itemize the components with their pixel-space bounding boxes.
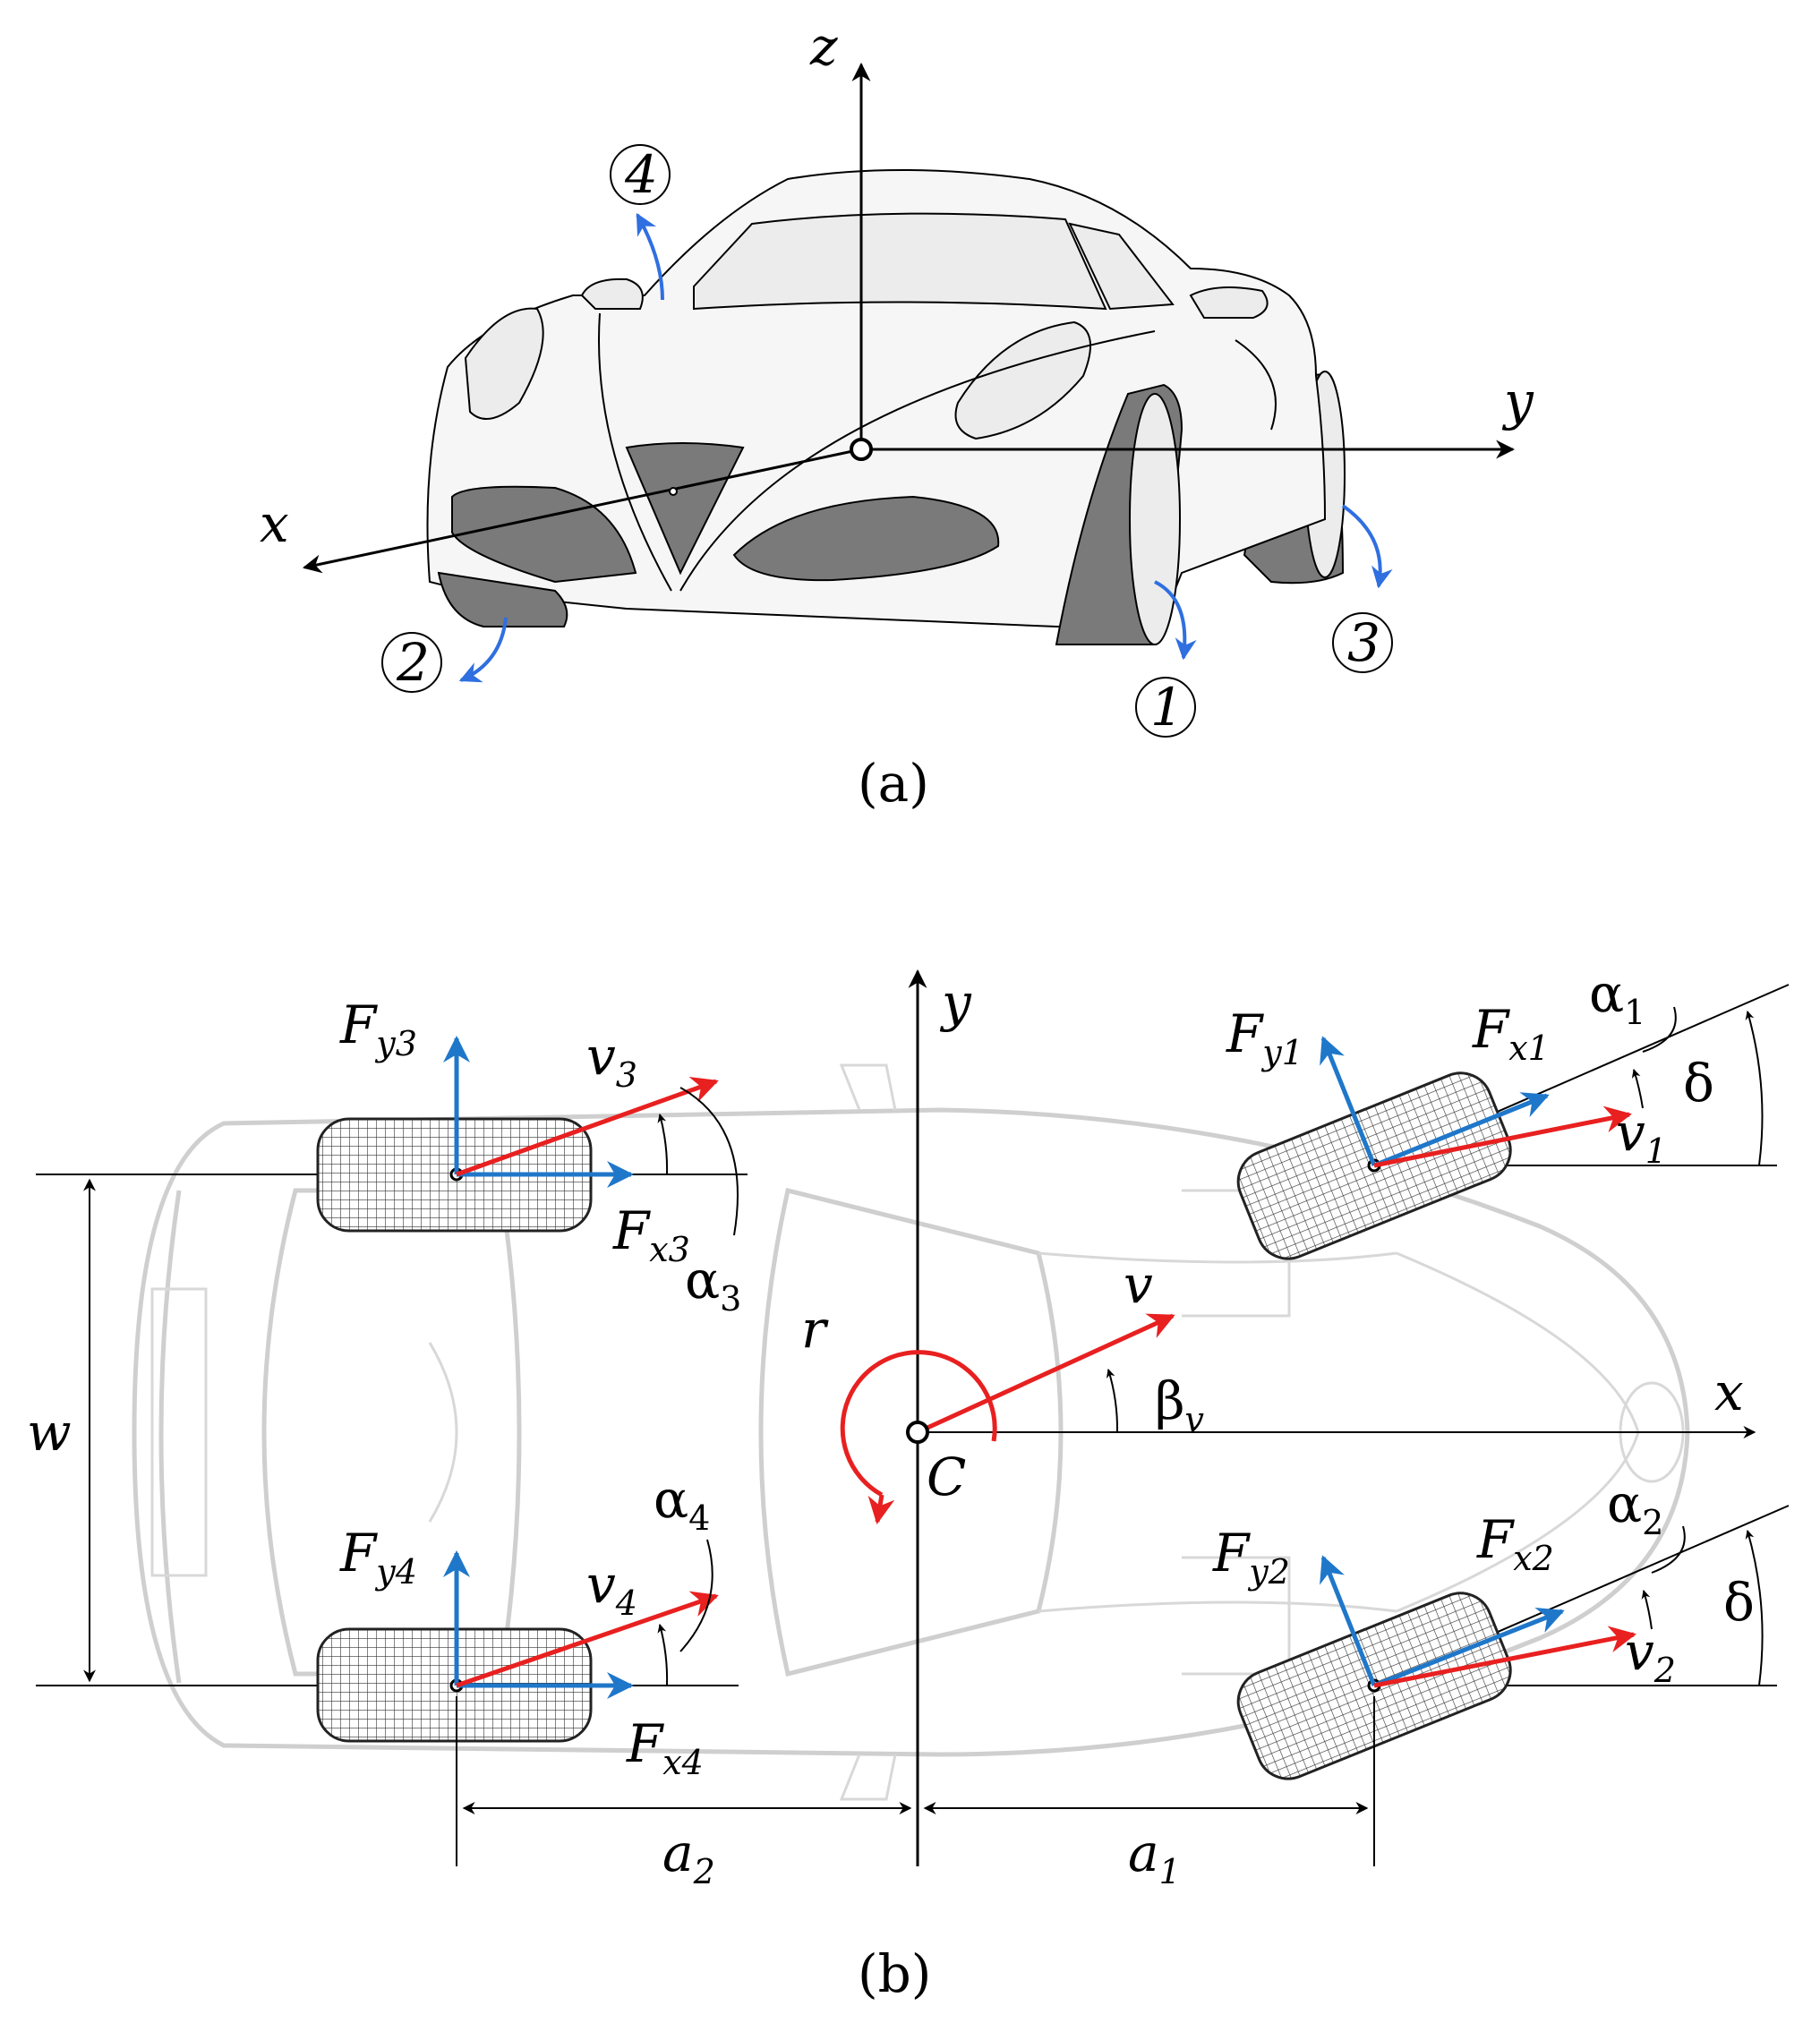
x-axis bbox=[302, 448, 862, 574]
origin-point bbox=[850, 438, 873, 461]
side-window bbox=[1068, 222, 1175, 311]
label-fy1: Fy1 bbox=[1226, 1003, 1303, 1072]
delta2-arc bbox=[1745, 1530, 1764, 1686]
label-w: w bbox=[27, 1402, 72, 1463]
center-grille bbox=[625, 442, 745, 576]
wheel-4-rotation-arrow bbox=[636, 212, 664, 301]
door-line bbox=[1235, 339, 1277, 431]
panel-b-caption: (b) bbox=[858, 1943, 931, 2004]
panel-b: y x bbox=[27, 963, 1790, 2004]
alpha1-arc bbox=[1631, 1069, 1644, 1109]
car-3d-illustration bbox=[426, 169, 1346, 645]
label-fx2: Fx2 bbox=[1476, 1509, 1554, 1578]
label-fx4: Fx4 bbox=[626, 1713, 704, 1782]
label-v1: v1 bbox=[1616, 1102, 1667, 1171]
force-fx2-arrow bbox=[1373, 1607, 1565, 1688]
label-alpha1: α1 bbox=[1589, 963, 1645, 1032]
svg-text:4: 4 bbox=[624, 144, 658, 205]
alpha4-leader bbox=[679, 1539, 713, 1652]
delta1-arc bbox=[1745, 1011, 1764, 1166]
x-axis-label: x bbox=[260, 493, 289, 554]
front-right-wheel-face bbox=[1129, 393, 1181, 645]
alpha3-leader bbox=[679, 1087, 739, 1236]
alpha2-arc bbox=[1641, 1590, 1653, 1630]
hood-line-left bbox=[598, 312, 672, 592]
velocity-v1-arrow bbox=[1373, 1105, 1632, 1168]
sideslip-angle-arc bbox=[1106, 1369, 1119, 1433]
panel-a: z y x 1 2 3 4 (a) bbox=[260, 16, 1534, 814]
alpha2-leader bbox=[1651, 1525, 1686, 1574]
alpha3-arc bbox=[657, 1114, 669, 1175]
right-mirror bbox=[1189, 286, 1269, 319]
label-fy4: Fy4 bbox=[339, 1523, 417, 1592]
label-v3: v3 bbox=[586, 1026, 637, 1095]
right-air-intake bbox=[732, 495, 1000, 582]
body-y-label: y bbox=[939, 972, 972, 1033]
label-alpha2: α2 bbox=[1607, 1473, 1663, 1542]
label-delta-front-right: δ bbox=[1723, 1572, 1755, 1633]
velocity-v2-arrow bbox=[1373, 1626, 1636, 1688]
wheel-number-1: 1 bbox=[1135, 677, 1196, 738]
wheel-3-rotation-arrow bbox=[1341, 504, 1393, 589]
front-left-tyre bbox=[437, 571, 568, 627]
hood-line-right bbox=[679, 330, 1156, 592]
label-alpha4: α4 bbox=[654, 1469, 710, 1538]
panel-a-caption: (a) bbox=[858, 753, 929, 814]
velocity-v-arrow bbox=[916, 1313, 1175, 1435]
label-v: v bbox=[1124, 1254, 1153, 1315]
wheel-number-2: 2 bbox=[381, 632, 442, 693]
yaw-rate-arrowhead bbox=[867, 1494, 895, 1524]
windshield bbox=[693, 212, 1107, 311]
label-delta-front-left: δ bbox=[1683, 1053, 1714, 1114]
label-c: C bbox=[927, 1447, 966, 1507]
force-fy1-arrow bbox=[1320, 1036, 1377, 1166]
label-a1: a1 bbox=[1128, 1822, 1181, 1891]
label-fy2: Fy2 bbox=[1212, 1523, 1290, 1592]
force-fx1-arrow bbox=[1373, 1092, 1550, 1168]
y-axis-label: y bbox=[1501, 371, 1534, 431]
label-a2: a2 bbox=[662, 1822, 715, 1891]
label-alpha3: α3 bbox=[685, 1250, 741, 1319]
right-headlight bbox=[954, 320, 1091, 440]
left-air-intake bbox=[451, 485, 637, 584]
label-fy3: Fy3 bbox=[339, 994, 417, 1063]
cg-point bbox=[906, 1421, 929, 1444]
label-v4: v4 bbox=[586, 1554, 637, 1623]
wheel-number-3: 3 bbox=[1332, 612, 1393, 673]
velocity-v4-arrow bbox=[456, 1591, 719, 1688]
wheel-2-rotation-arrow bbox=[458, 617, 508, 683]
wheel-number-4: 4 bbox=[610, 144, 671, 205]
body-x-label: x bbox=[1714, 1361, 1744, 1422]
svg-text:2: 2 bbox=[396, 632, 430, 693]
force-fy2-arrow bbox=[1320, 1555, 1377, 1686]
left-mirror bbox=[580, 277, 644, 310]
velocity-v3-arrow bbox=[456, 1076, 719, 1177]
wheel-1-rotation-arrow bbox=[1154, 580, 1197, 661]
label-fx3: Fx3 bbox=[612, 1200, 690, 1269]
z-axis-label: z bbox=[809, 16, 838, 77]
label-beta-v: βv bbox=[1155, 1370, 1205, 1439]
label-r: r bbox=[801, 1299, 829, 1360]
alpha4-arc bbox=[657, 1624, 669, 1686]
yaw-rate-arc bbox=[840, 1350, 997, 1498]
svg-text:1: 1 bbox=[1150, 677, 1183, 738]
label-fx1: Fx1 bbox=[1472, 999, 1550, 1068]
svg-text:3: 3 bbox=[1347, 612, 1380, 673]
left-headlight bbox=[464, 307, 544, 420]
alpha1-leader bbox=[1642, 1006, 1677, 1053]
front-point bbox=[669, 487, 678, 496]
label-v2: v2 bbox=[1625, 1621, 1676, 1690]
